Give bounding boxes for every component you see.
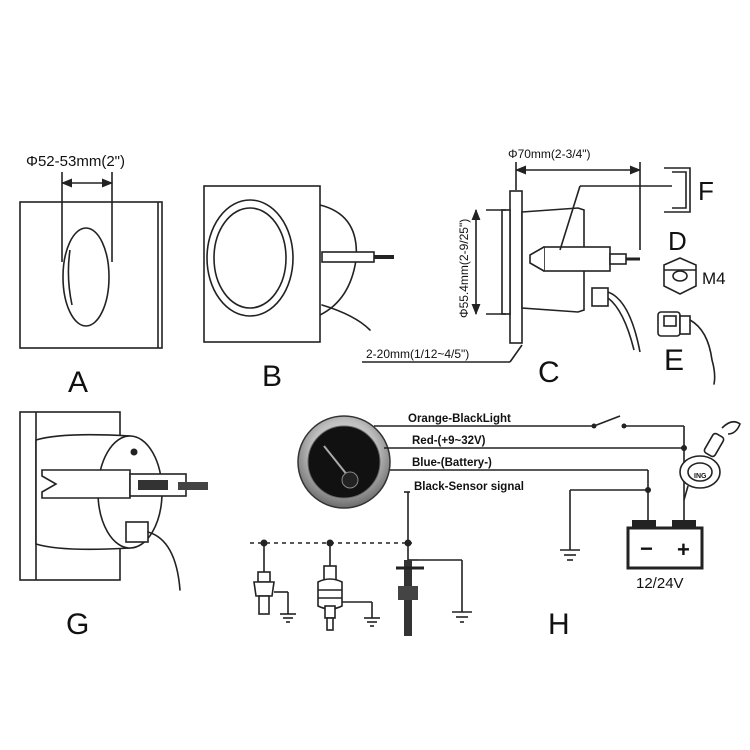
temperature-sensor-icon (253, 543, 296, 623)
panel-b-bezel (206, 199, 294, 317)
panel-b-letter: B (262, 360, 282, 393)
panel-g-cable (147, 531, 181, 591)
wire-label-black: Black-Sensor signal (414, 481, 524, 493)
panel-h-gauge-needle (323, 445, 349, 477)
panel-c-top-dimension: Φ70mm(2-3/4") (508, 147, 591, 161)
panel-h-gauge-face (307, 425, 381, 499)
panel-c-side-dimension: Φ55.4mm(2-9/25") (457, 219, 471, 318)
panel-e-letter: E (664, 344, 684, 377)
pressure-sensor-icon (317, 543, 380, 631)
battery-plus-label: + (677, 537, 690, 562)
battery-voltage-label: 12/24V (636, 575, 684, 592)
ignition-label: ING (694, 473, 707, 480)
panel-b-mount-plate (203, 185, 321, 343)
panel-d: D M4 (663, 226, 726, 295)
panel-f-letter: F (698, 176, 714, 206)
panel-a: Φ52-53mm(2") A (19, 153, 163, 399)
panel-c: Φ70mm(2-3/4") Φ55.4mm(2-9/25") 2-20mm(1/… (362, 147, 672, 389)
panel-c-bezel (501, 209, 511, 315)
panel-a-dimension-label: Φ52-53mm(2") (26, 153, 125, 170)
panel-b-gauge-face (213, 207, 287, 309)
panel-c-mount-plate (509, 190, 523, 344)
panel-e: E (657, 311, 716, 385)
wire-label-blue: Blue-(Battery-) (412, 457, 492, 469)
panel-g-letter: G (66, 608, 89, 641)
panel-c-stud-sleeve (543, 246, 611, 272)
panel-d-part-label: M4 (702, 269, 726, 288)
ignition-key-switch-icon (679, 420, 741, 501)
panel-b-cable (321, 304, 371, 331)
fuel-level-sensor-icon (396, 559, 472, 636)
panel-a-letter: A (68, 366, 88, 399)
panel-d-hex-nut (663, 257, 697, 295)
panel-g-stud-sleeve (41, 469, 131, 499)
panel-d-letter: D (668, 226, 687, 256)
wire-label-red: Red-(+9~32V) (412, 435, 486, 447)
battery-minus-label: − (640, 536, 653, 561)
ground-symbol-battery (560, 549, 580, 561)
wire-label-orange: Orange-BlackLight (408, 413, 511, 425)
panel-f: F (664, 167, 714, 213)
panel-e-cable (689, 319, 716, 385)
panel-h: Orange-BlackLight Red-(+9~32V) Blue-(Bat… (250, 413, 741, 641)
panel-g-bolt (138, 480, 168, 490)
panel-h-letter: H (548, 608, 570, 641)
panel-a-mount-plate (19, 201, 163, 349)
panel-h-switch (593, 415, 621, 427)
panel-g: G (19, 411, 208, 641)
panel-f-bracket (664, 167, 691, 213)
panel-c-connector (591, 287, 609, 307)
panel-c-bottom-dimension: 2-20mm(1/12~4/5") (366, 347, 469, 361)
battery-icon (626, 520, 704, 570)
panel-b-stud (321, 251, 375, 263)
panel-a-cutout-hole (62, 227, 110, 327)
panel-g-connector (125, 521, 149, 543)
panel-b: B (203, 185, 394, 393)
panel-c-letter: C (538, 356, 560, 389)
